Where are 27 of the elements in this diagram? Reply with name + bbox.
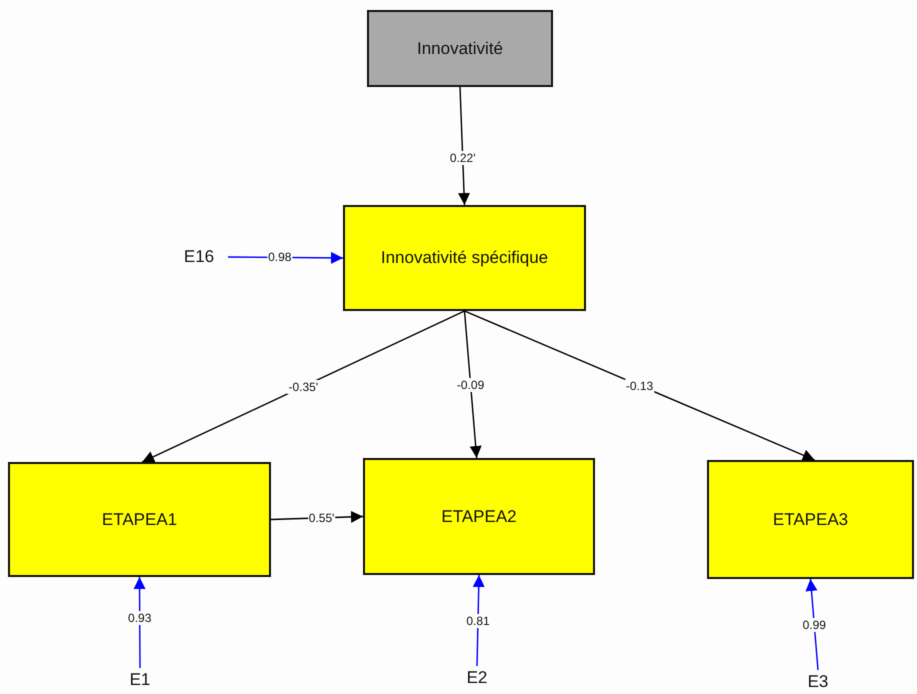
arrow <box>464 310 815 461</box>
variable-box <box>707 460 914 579</box>
edge-label: -0.13 <box>624 378 654 392</box>
error-term-label: E1 <box>130 670 150 690</box>
variable-box <box>343 205 586 311</box>
error-term-label: E3 <box>808 672 828 692</box>
variable-name: ETAPEA1 <box>102 510 178 530</box>
edge-label: 0.81 <box>465 614 491 628</box>
variable-name: Innovativité spécifique <box>380 248 548 268</box>
latent-variable-box <box>367 10 553 87</box>
arrow <box>464 310 482 458</box>
edge-label: -0.09 <box>456 378 486 392</box>
edge-label: -0.35' <box>287 380 320 394</box>
variable-name: ETAPEA3 <box>772 510 848 530</box>
error-term-label: E2 <box>466 668 488 688</box>
edge-label: 0.22' <box>448 150 477 165</box>
arrow <box>458 86 470 206</box>
arrow <box>142 310 465 463</box>
variable-name: Innovativité <box>417 38 503 58</box>
variable-box <box>363 458 595 575</box>
variable-name: ETAPEA2 <box>441 506 517 526</box>
edge-label: 0.99 <box>802 618 827 632</box>
edge-label: 0.98 <box>267 250 292 264</box>
edge-label: 0.93 <box>127 610 152 625</box>
variable-box <box>8 462 271 577</box>
edge-label: 0.55' <box>308 510 336 525</box>
error-term-label: E16 <box>184 247 214 267</box>
